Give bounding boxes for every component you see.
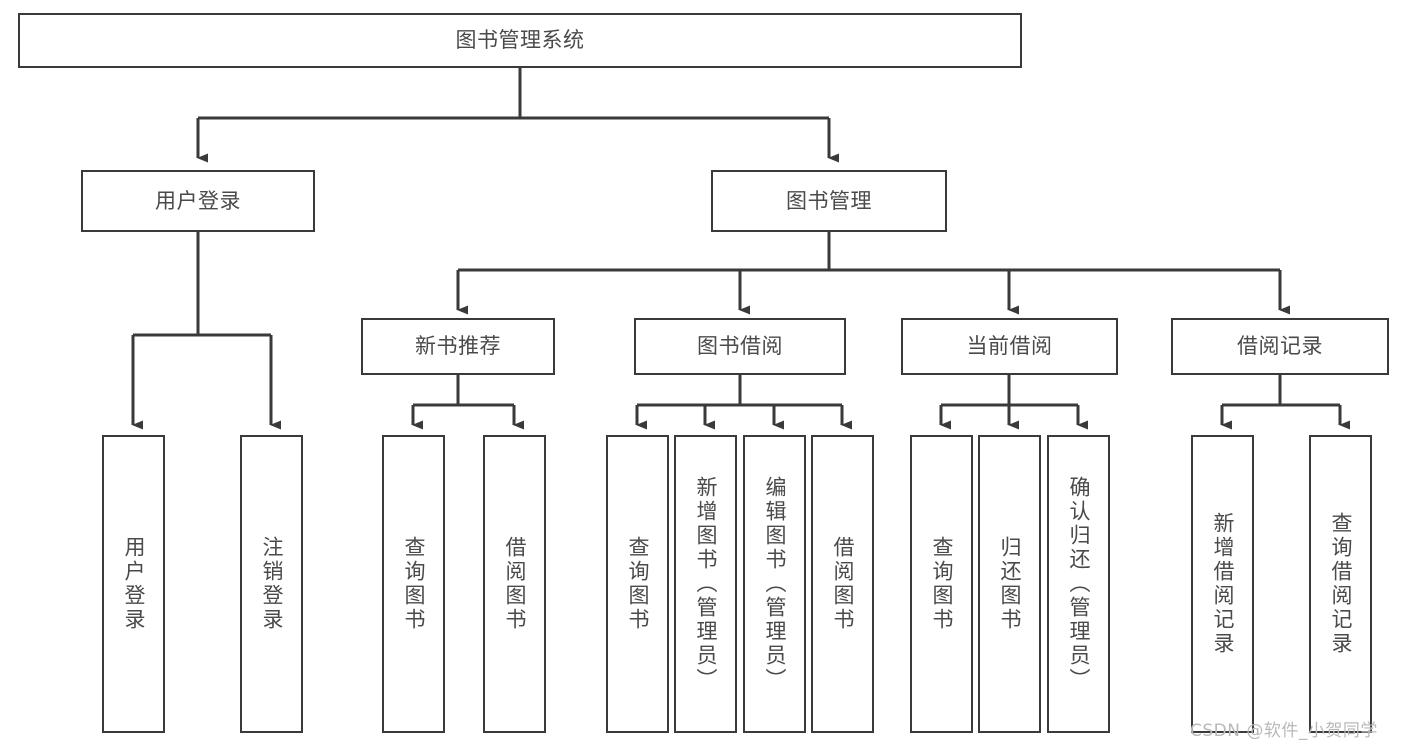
node-book-manage-label: 图书管理 [786, 188, 872, 213]
node-leaf-borrow-book-1-label: 借阅图书 [503, 536, 527, 632]
node-leaf-query-book-2-label: 查询图书 [626, 536, 650, 632]
node-leaf-logout[interactable]: 注销登录 [240, 435, 303, 733]
node-leaf-add-book-label: 新增图书（管理员） [694, 476, 718, 692]
node-leaf-logout-label: 注销登录 [260, 536, 284, 632]
node-leaf-user-login[interactable]: 用户登录 [102, 435, 165, 733]
node-leaf-return-book-label: 归还图书 [998, 536, 1022, 632]
node-root[interactable]: 图书管理系统 [18, 13, 1022, 68]
node-borrow-record-label: 借阅记录 [1237, 334, 1323, 359]
node-user-login[interactable]: 用户登录 [81, 170, 315, 232]
node-leaf-query-record[interactable]: 查询借阅记录 [1309, 435, 1372, 733]
node-leaf-edit-book-label: 编辑图书（管理员） [763, 476, 787, 692]
node-leaf-edit-book[interactable]: 编辑图书（管理员） [743, 435, 806, 733]
node-leaf-user-login-label: 用户登录 [122, 536, 146, 632]
node-leaf-borrow-book-2-label: 借阅图书 [831, 536, 855, 632]
node-book-manage[interactable]: 图书管理 [711, 170, 947, 232]
node-book-borrow-label: 图书借阅 [697, 334, 783, 359]
node-leaf-query-book-1[interactable]: 查询图书 [382, 435, 445, 733]
node-leaf-borrow-book-2[interactable]: 借阅图书 [811, 435, 874, 733]
node-leaf-confirm-return[interactable]: 确认归还（管理员） [1047, 435, 1110, 733]
node-leaf-add-record-label: 新增借阅记录 [1211, 512, 1235, 656]
node-leaf-add-record[interactable]: 新增借阅记录 [1191, 435, 1254, 733]
node-current-borrow-label: 当前借阅 [966, 334, 1053, 359]
node-user-login-label: 用户登录 [155, 188, 241, 213]
node-leaf-query-record-label: 查询借阅记录 [1329, 512, 1353, 656]
node-current-borrow[interactable]: 当前借阅 [901, 318, 1118, 375]
node-leaf-confirm-return-label: 确认归还（管理员） [1067, 476, 1091, 692]
node-leaf-return-book[interactable]: 归还图书 [978, 435, 1041, 733]
node-leaf-query-book-1-label: 查询图书 [402, 536, 426, 632]
node-leaf-query-book-2[interactable]: 查询图书 [606, 435, 669, 733]
node-new-book-recommend-label: 新书推荐 [415, 334, 501, 359]
node-root-label: 图书管理系统 [455, 28, 585, 53]
node-leaf-query-book-3[interactable]: 查询图书 [910, 435, 973, 733]
node-book-borrow[interactable]: 图书借阅 [634, 318, 846, 375]
node-leaf-query-book-3-label: 查询图书 [930, 536, 954, 632]
node-leaf-add-book[interactable]: 新增图书（管理员） [674, 435, 737, 733]
node-borrow-record[interactable]: 借阅记录 [1171, 318, 1389, 375]
node-new-book-recommend[interactable]: 新书推荐 [361, 318, 555, 375]
csdn-watermark: CSDN @软件_小贺同学 [1190, 721, 1378, 741]
node-leaf-borrow-book-1[interactable]: 借阅图书 [483, 435, 546, 733]
